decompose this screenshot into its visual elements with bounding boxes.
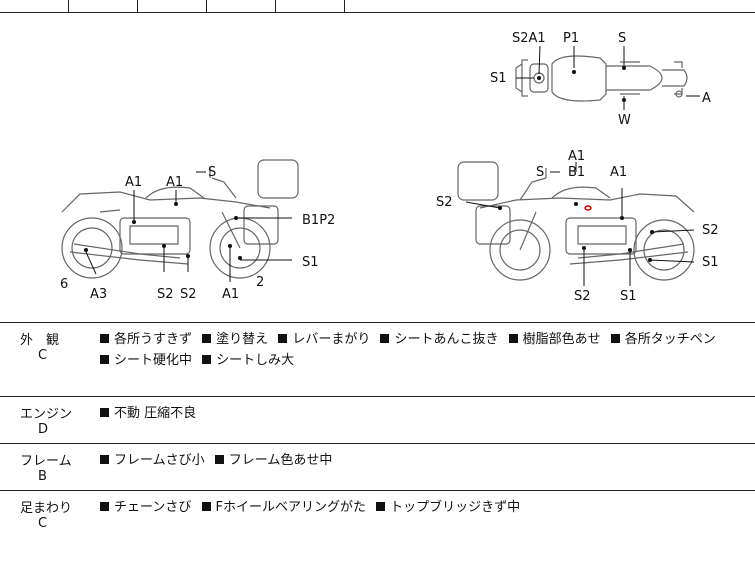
bullet-icon (100, 502, 109, 511)
condition-item: レバーまがり (278, 332, 370, 347)
row-category: フレーム B (0, 444, 92, 490)
condition-row-engine: エンジン D 不動 圧縮不良 (0, 397, 755, 444)
condition-item: チェーンさび (100, 500, 191, 515)
diagram-label: A1 (568, 149, 585, 164)
top-view-bike (515, 55, 688, 102)
diagram-label: S (208, 165, 216, 180)
condition-item: シートしみ大 (202, 353, 294, 368)
diagram-label: S2 (574, 289, 591, 304)
bullet-icon (214, 455, 224, 464)
motorcycle-diagram-svg: S2A1 P1 S S1 A W A1 A1 S B1P2 6 A3 S2 S2… (60, 31, 719, 304)
bullet-icon (202, 334, 212, 343)
diagram-label: A1 (166, 175, 183, 190)
category-name: 外 観 (20, 333, 60, 348)
diagram-label: A1 (222, 287, 239, 302)
condition-items: 不動 圧縮不良 (100, 403, 750, 424)
damage-diagram: S2A1 P1 S S1 A W A1 A1 S B1P2 6 A3 S2 S2… (0, 12, 755, 323)
bullet-icon (508, 334, 518, 343)
category-grade: C (38, 348, 48, 363)
category-grade: D (38, 422, 49, 437)
diagram-label: S2 (702, 223, 719, 238)
bullet-icon (376, 502, 386, 511)
row-category: 外 観 C (0, 323, 92, 396)
category-name: フレーム (20, 454, 72, 469)
category-grade: B (38, 469, 47, 484)
diagram-label: S2A1 (512, 31, 546, 46)
diagram-label: S (536, 165, 544, 180)
bullet-icon (278, 334, 288, 343)
category-grade: C (38, 516, 48, 531)
header-cell (69, 0, 138, 12)
category-name: エンジン (20, 407, 73, 422)
condition-item: 樹脂部色あせ (508, 332, 601, 347)
diagram-label: S (618, 31, 626, 46)
condition-item: フレームさび小 (100, 453, 205, 468)
diagram-label: W (618, 113, 631, 128)
condition-items: 各所うすきず 塗り替え レバーまがり シートあんこ抜き 樹脂部色あせ 各所タッチ… (100, 329, 750, 371)
diagram-label: S2 (157, 287, 174, 302)
bullet-icon (100, 455, 109, 464)
red-mark (584, 205, 592, 211)
condition-item: 各所うすきず (100, 332, 192, 347)
condition-item: フレーム色あせ中 (214, 453, 332, 468)
condition-row-suspension: 足まわり C チェーンさび Fホイールベアリングがた トップブリッジきず中 (0, 491, 755, 561)
bullet-icon (100, 355, 109, 364)
row-category: エンジン D (0, 397, 92, 443)
diagram-label: B1 (568, 165, 585, 180)
diagram-label: P1 (563, 31, 579, 46)
diagram-label: 2 (256, 275, 264, 290)
category-name: 足まわり (20, 501, 73, 516)
condition-items: フレームさび小 フレーム色あせ中 (100, 450, 750, 471)
diagram-label: S2 (436, 195, 453, 210)
right-side-view-bike (457, 161, 695, 281)
header-cell (0, 0, 69, 12)
diagram-label: S1 (490, 71, 507, 86)
condition-item: トップブリッジきず中 (376, 500, 520, 515)
bullet-icon (100, 334, 109, 343)
condition-item: シート硬化中 (100, 353, 192, 368)
header-cell (138, 0, 207, 12)
diagram-label: B1P2 (302, 213, 335, 228)
header-cell (207, 0, 276, 12)
diagram-label: A1 (125, 175, 142, 190)
condition-item: シートあんこ抜き (380, 332, 498, 347)
bullet-icon (201, 502, 211, 511)
condition-items: チェーンさび Fホイールベアリングがた トップブリッジきず中 (100, 497, 750, 518)
diagram-label: S1 (620, 289, 637, 304)
condition-item: 不動 圧縮不良 (100, 406, 196, 421)
diagram-label: S2 (180, 287, 197, 302)
header-table-strip (0, 0, 755, 13)
left-side-view-bike (61, 159, 299, 279)
condition-row-exterior: 外 観 C 各所うすきず 塗り替え レバーまがり シートあんこ抜き 樹脂部色あせ… (0, 323, 755, 397)
bullet-icon (202, 355, 212, 364)
condition-row-frame: フレーム B フレームさび小 フレーム色あせ中 (0, 444, 755, 491)
bullet-icon (380, 334, 390, 343)
condition-item: 塗り替え (202, 332, 268, 347)
diagram-label: A3 (90, 287, 107, 302)
row-category: 足まわり C (0, 491, 92, 561)
bullet-icon (610, 334, 620, 343)
condition-item: 各所タッチペン (610, 332, 716, 347)
bullet-icon (100, 408, 109, 417)
diagram-label: S1 (702, 255, 719, 270)
diagram-label: S1 (302, 255, 319, 270)
header-cell (276, 0, 345, 12)
diagram-label: A1 (610, 165, 627, 180)
diagram-label: A (702, 91, 711, 106)
condition-item: Fホイールベアリングがた (201, 500, 366, 515)
diagram-label: 6 (60, 277, 68, 292)
